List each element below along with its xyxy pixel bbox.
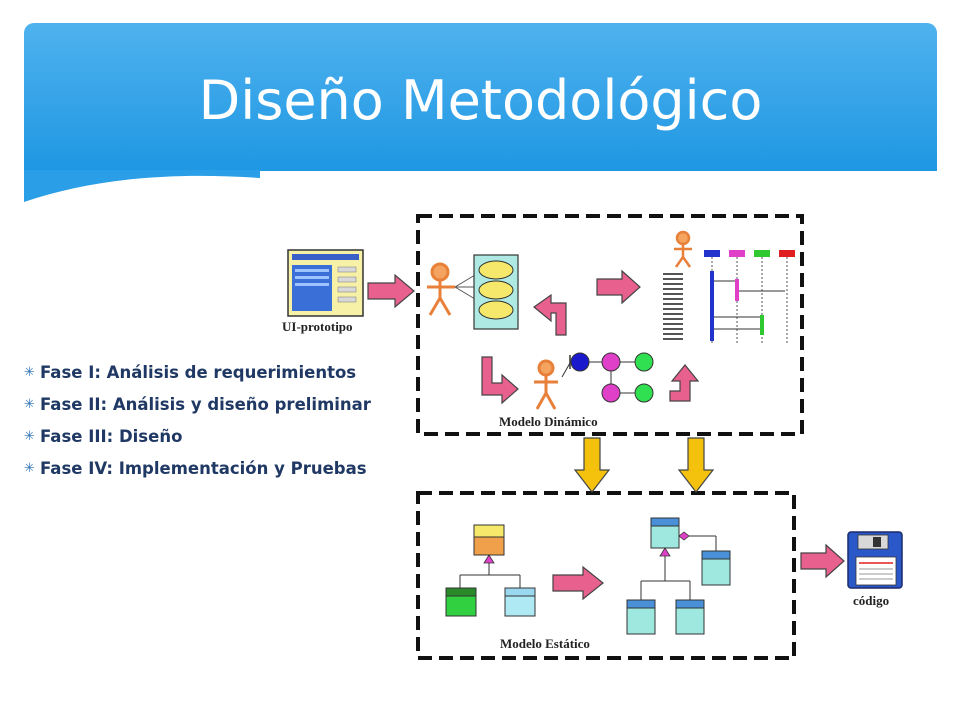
arrow-right-icon (367, 273, 415, 309)
list-item: ✳ Fase III: Diseño (24, 420, 371, 452)
slide-title: Diseño Metodológico (198, 69, 763, 132)
arrow-elbow-icon (533, 293, 567, 336)
arrow-right-icon (596, 269, 641, 305)
use-case-diagram (454, 254, 519, 330)
ui-prototype-label: UI-prototipo (282, 319, 353, 334)
arrow-right-icon (800, 543, 845, 579)
list-item: ✳ Fase II: Análisis y diseño preliminar (24, 388, 371, 420)
title-banner (24, 23, 937, 171)
arrow-down-icon (573, 437, 611, 493)
class-diagram (626, 517, 731, 635)
ui-prototype-icon (287, 249, 364, 317)
bullet-star-icon: ✳ (24, 364, 35, 380)
banner-wave (24, 170, 260, 202)
sequence-diagram (663, 230, 795, 345)
floppy-disk-icon (847, 531, 903, 589)
phase-text: Fase II: Análisis y diseño preliminar (40, 394, 371, 414)
list-item: ✳ Fase I: Análisis de requerimientos (24, 356, 371, 388)
phase-list: ✳ Fase I: Análisis de requerimientos ✳ Fas… (24, 356, 371, 484)
methodology-diagram: UI-prototipo (282, 214, 903, 660)
arrow-elbow-icon (669, 364, 700, 402)
static-model-label: Modelo Estático (500, 636, 590, 651)
phase-text: Fase IV: Implementación y Pruebas (40, 458, 367, 478)
bullet-star-icon: ✳ (24, 460, 35, 476)
dynamic-model-label: Modelo Dinámico (499, 414, 598, 429)
collaboration-diagram (561, 352, 654, 403)
phase-text: Fase III: Diseño (40, 426, 183, 446)
list-item: ✳ Fase IV: Implementación y Pruebas (24, 452, 371, 484)
bullet-star-icon: ✳ (24, 428, 35, 444)
class-hierarchy-diagram (445, 524, 536, 617)
arrow-right-icon (552, 565, 604, 601)
bullet-star-icon: ✳ (24, 396, 35, 412)
actor-icon (534, 359, 558, 410)
dynamic-model-box (416, 214, 804, 436)
static-model-box (416, 491, 796, 660)
arrow-down-icon (677, 437, 715, 493)
phase-text: Fase I: Análisis de requerimientos (40, 362, 357, 382)
code-label: código (853, 593, 889, 608)
actor-icon (427, 262, 455, 316)
arrow-elbow-icon (481, 356, 519, 405)
